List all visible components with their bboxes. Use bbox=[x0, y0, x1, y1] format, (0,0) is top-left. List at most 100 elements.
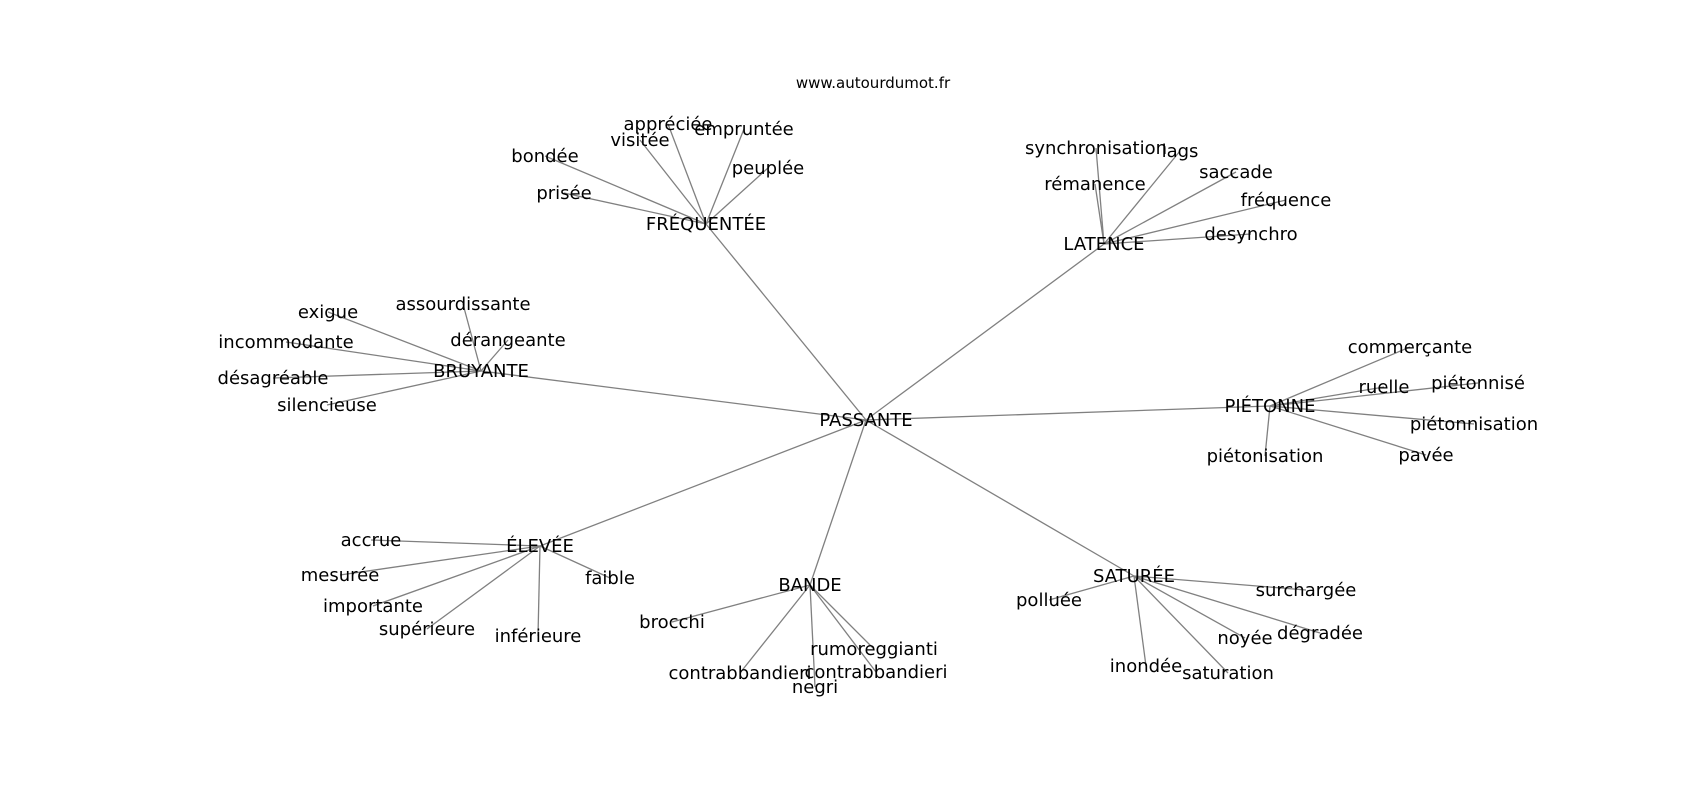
edge-hub-to-leaf bbox=[1095, 147, 1105, 245]
leaf-node-label: piétonnisation bbox=[1410, 414, 1538, 435]
edge-hub-to-leaf bbox=[1048, 575, 1135, 601]
edge-hub-to-leaf bbox=[327, 311, 482, 372]
edge-hub-to-leaf bbox=[1269, 346, 1411, 407]
edge-center-to-hub bbox=[865, 243, 1105, 421]
leaf-node-label: accrue bbox=[341, 530, 402, 551]
leaf-node-label: prisée bbox=[536, 183, 591, 204]
edge-hub-to-leaf bbox=[1264, 405, 1271, 457]
edge-hub-to-leaf bbox=[370, 539, 541, 547]
edge-hub-to-leaf bbox=[1103, 171, 1237, 245]
edge-hub-to-leaf bbox=[544, 155, 707, 225]
leaf-node-label: silencieuse bbox=[277, 395, 377, 416]
edge-hub-to-leaf bbox=[480, 339, 509, 372]
leaf-node-label: importante bbox=[323, 596, 423, 617]
edge-hub-to-leaf bbox=[809, 584, 875, 650]
edge-hub-to-leaf bbox=[1133, 575, 1147, 667]
website-label: www.autourdumot.fr bbox=[796, 74, 951, 92]
leaf-node-label: contrabbandieri bbox=[805, 662, 948, 683]
edge-hub-to-leaf bbox=[1133, 575, 1321, 634]
hub-node-label: BRUYANTE bbox=[433, 361, 529, 382]
edge-center-to-hub bbox=[809, 419, 867, 586]
edge-hub-to-leaf bbox=[739, 584, 811, 674]
leaf-node-label: bondée bbox=[511, 146, 578, 167]
edge-hub-to-leaf bbox=[671, 584, 811, 623]
edge-center-to-hub bbox=[865, 405, 1271, 421]
leaf-node-label: dégradée bbox=[1277, 623, 1363, 644]
leaf-node-label: synchronisation bbox=[1025, 138, 1167, 159]
leaf-node-label: negri bbox=[792, 677, 838, 698]
edge-hub-to-leaf bbox=[1269, 386, 1385, 407]
edge-hub-to-leaf bbox=[809, 584, 877, 673]
leaf-node-label: pavée bbox=[1398, 445, 1453, 466]
leaf-node-label: saturation bbox=[1182, 663, 1274, 684]
edge-center-to-hub bbox=[705, 223, 867, 421]
edge-hub-to-leaf bbox=[705, 167, 769, 225]
leaf-node-label: surchargée bbox=[1256, 580, 1357, 601]
leaf-node-label: désagréable bbox=[218, 368, 329, 389]
leaf-node-label: saccade bbox=[1199, 162, 1273, 183]
leaf-node-label: supérieure bbox=[379, 619, 475, 640]
leaf-node-label: lags bbox=[1162, 141, 1199, 162]
edge-hub-to-leaf bbox=[667, 123, 707, 225]
leaf-node-label: appréciée bbox=[623, 114, 712, 135]
edge-hub-to-leaf bbox=[372, 545, 541, 607]
edge-hub-to-leaf bbox=[1269, 405, 1475, 425]
leaf-node-label: empruntée bbox=[694, 119, 793, 140]
edge-hub-to-leaf bbox=[1103, 233, 1252, 245]
edge-hub-to-leaf bbox=[339, 545, 541, 576]
leaf-node-label: rémanence bbox=[1044, 174, 1146, 195]
edge-hub-to-leaf bbox=[1103, 199, 1287, 245]
hub-node-label: PIÉTONNE bbox=[1224, 395, 1315, 417]
leaf-node-label: exigue bbox=[298, 302, 358, 323]
edge-hub-to-leaf bbox=[539, 545, 611, 579]
leaf-node-label: inférieure bbox=[495, 626, 582, 647]
edge-hub-to-leaf bbox=[462, 303, 482, 372]
edges-layer bbox=[272, 123, 1479, 688]
edge-hub-to-leaf bbox=[1094, 183, 1105, 245]
leaf-node-label: assourdissante bbox=[395, 294, 530, 315]
hub-node-label: BANDE bbox=[778, 575, 841, 596]
edge-hub-to-leaf bbox=[1133, 575, 1246, 639]
edge-hub-to-leaf bbox=[639, 139, 707, 225]
edge-hub-to-leaf bbox=[809, 584, 816, 688]
hub-node-label: SATURÉE bbox=[1093, 565, 1175, 587]
hub-node-label: FRÉQUENTÉE bbox=[646, 213, 766, 235]
leaf-node-label: rumoreggianti bbox=[810, 639, 938, 660]
leaf-node-label: polluée bbox=[1016, 590, 1082, 611]
leaf-node-label: ruelle bbox=[1359, 377, 1410, 398]
leaf-node-label: inondée bbox=[1110, 656, 1182, 677]
edge-center-to-hub bbox=[480, 370, 867, 421]
leaf-node-label: faible bbox=[585, 568, 635, 589]
edge-hub-to-leaf bbox=[1133, 575, 1229, 674]
edge-hub-to-leaf bbox=[563, 192, 707, 225]
leaf-node-label: dérangeante bbox=[450, 330, 565, 351]
edge-center-to-hub bbox=[865, 419, 1135, 577]
leaf-node-label: brocchi bbox=[639, 612, 705, 633]
leaf-node-label: contrabbandieri bbox=[669, 663, 812, 684]
edge-hub-to-leaf bbox=[1103, 150, 1181, 245]
leaf-node-label: mesurée bbox=[301, 565, 380, 586]
leaf-node-label: commerçante bbox=[1348, 337, 1473, 358]
edge-hub-to-leaf bbox=[537, 545, 541, 637]
edge-hub-to-leaf bbox=[285, 341, 482, 372]
leaf-node-label: incommodante bbox=[218, 332, 353, 353]
leaf-node-label: piétonnisé bbox=[1431, 373, 1525, 394]
hub-node-label: ÉLEVÉE bbox=[506, 535, 574, 557]
edge-hub-to-leaf bbox=[1269, 405, 1427, 456]
leaf-node-label: fréquence bbox=[1241, 190, 1332, 211]
edge-hub-to-leaf bbox=[272, 370, 482, 379]
edge-hub-to-leaf bbox=[1269, 382, 1479, 407]
leaf-node-label: visitée bbox=[610, 130, 669, 151]
edge-hub-to-leaf bbox=[705, 128, 745, 225]
edge-center-to-hub bbox=[539, 419, 867, 547]
leaf-node-label: piétonisation bbox=[1207, 446, 1324, 467]
edge-hub-to-leaf bbox=[1133, 575, 1307, 591]
hub-node-label: LATENCE bbox=[1063, 234, 1144, 255]
leaf-node-label: desynchro bbox=[1204, 224, 1297, 245]
edge-hub-to-leaf bbox=[426, 545, 541, 630]
edge-hub-to-leaf bbox=[326, 370, 482, 406]
leaf-node-label: noyée bbox=[1217, 628, 1272, 649]
leaf-node-label: peuplée bbox=[732, 158, 804, 179]
